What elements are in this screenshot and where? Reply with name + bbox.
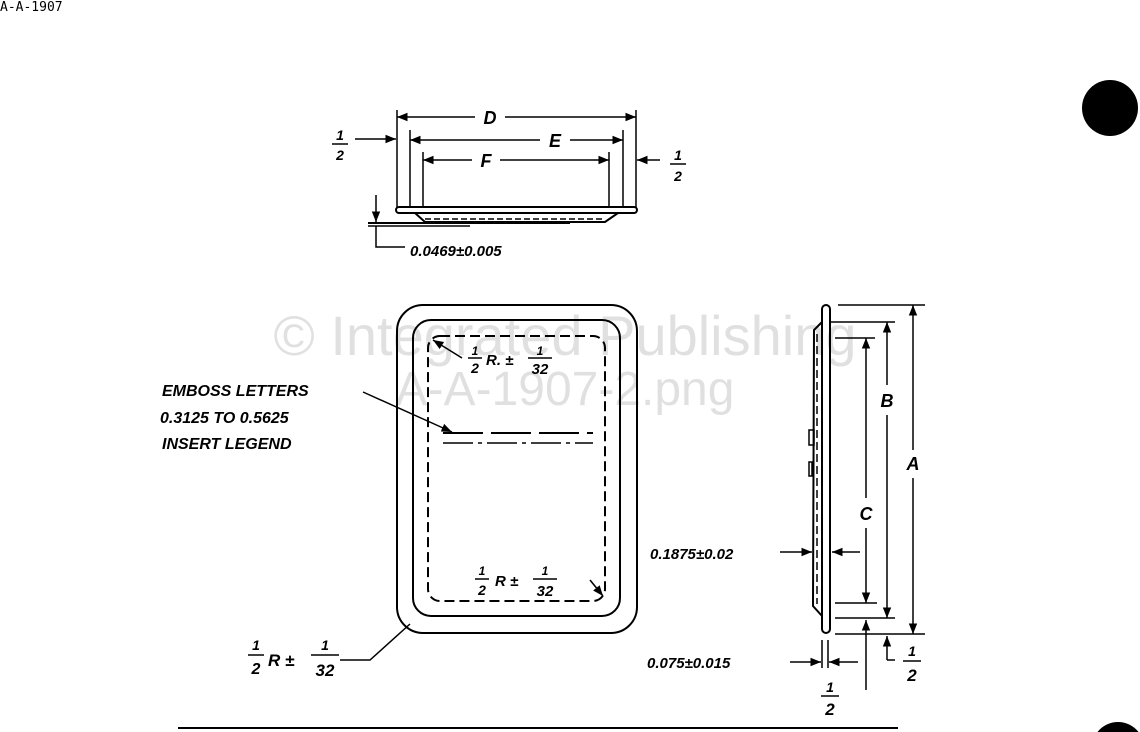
outer-radius-label: 1 2 R ± 1 32	[248, 637, 339, 680]
svg-text:R. ±: R. ±	[486, 352, 514, 369]
svg-text:1: 1	[537, 344, 544, 358]
dim-a-label: A	[906, 454, 920, 474]
depth-dimension: 0.1875±0.02	[650, 546, 734, 563]
emboss-note-line1: EMBOSS LETTERS	[162, 383, 309, 400]
side-right-half-den: 2	[906, 666, 917, 685]
dim-c-label: C	[860, 504, 874, 524]
drawing-code: A-A-1907	[0, 0, 63, 15]
svg-text:1: 1	[542, 564, 549, 578]
bottom-half-num: 1	[826, 679, 834, 695]
dim-f-label: F	[481, 151, 493, 171]
svg-text:32: 32	[537, 583, 554, 600]
svg-text:2: 2	[470, 360, 479, 376]
bottom-half-den: 2	[824, 700, 835, 719]
left-half-den: 2	[335, 147, 344, 163]
right-half-num: 1	[674, 147, 682, 163]
svg-text:1: 1	[479, 564, 486, 578]
svg-text:32: 32	[316, 661, 335, 680]
dim-b-label: B	[881, 391, 894, 411]
dim-d-label: D	[484, 108, 497, 128]
svg-text:1: 1	[321, 637, 329, 653]
svg-text:2: 2	[477, 582, 486, 598]
svg-text:R ±: R ±	[495, 573, 519, 590]
side-view	[780, 304, 925, 690]
flange-dimension: 0.075±0.015	[647, 655, 731, 672]
svg-text:2: 2	[251, 661, 261, 678]
bottom-radius-label: 1 2 R ± 1 32	[475, 564, 557, 600]
emboss-note-line3: INSERT LEGEND	[162, 436, 292, 453]
svg-text:R ±: R ±	[268, 651, 295, 670]
punch-hole	[1082, 80, 1138, 136]
inner-radius-label: 1 2 R. ± 1 32	[468, 344, 552, 378]
svg-text:1: 1	[252, 637, 260, 653]
dim-e-label: E	[549, 131, 562, 151]
svg-text:32: 32	[532, 361, 549, 378]
left-half-num: 1	[336, 127, 344, 143]
right-half-den: 2	[673, 168, 682, 184]
thickness-dimension: 0.0469±0.005	[410, 243, 502, 260]
top-view	[355, 110, 660, 248]
emboss-note-line2: 0.3125 TO 0.5625	[160, 410, 290, 427]
side-right-half-num: 1	[908, 643, 916, 659]
front-view	[340, 304, 638, 661]
punch-hole	[1097, 721, 1139, 732]
watermark-line2: A-A-1907-2.png	[396, 363, 735, 416]
svg-text:1: 1	[472, 344, 479, 358]
